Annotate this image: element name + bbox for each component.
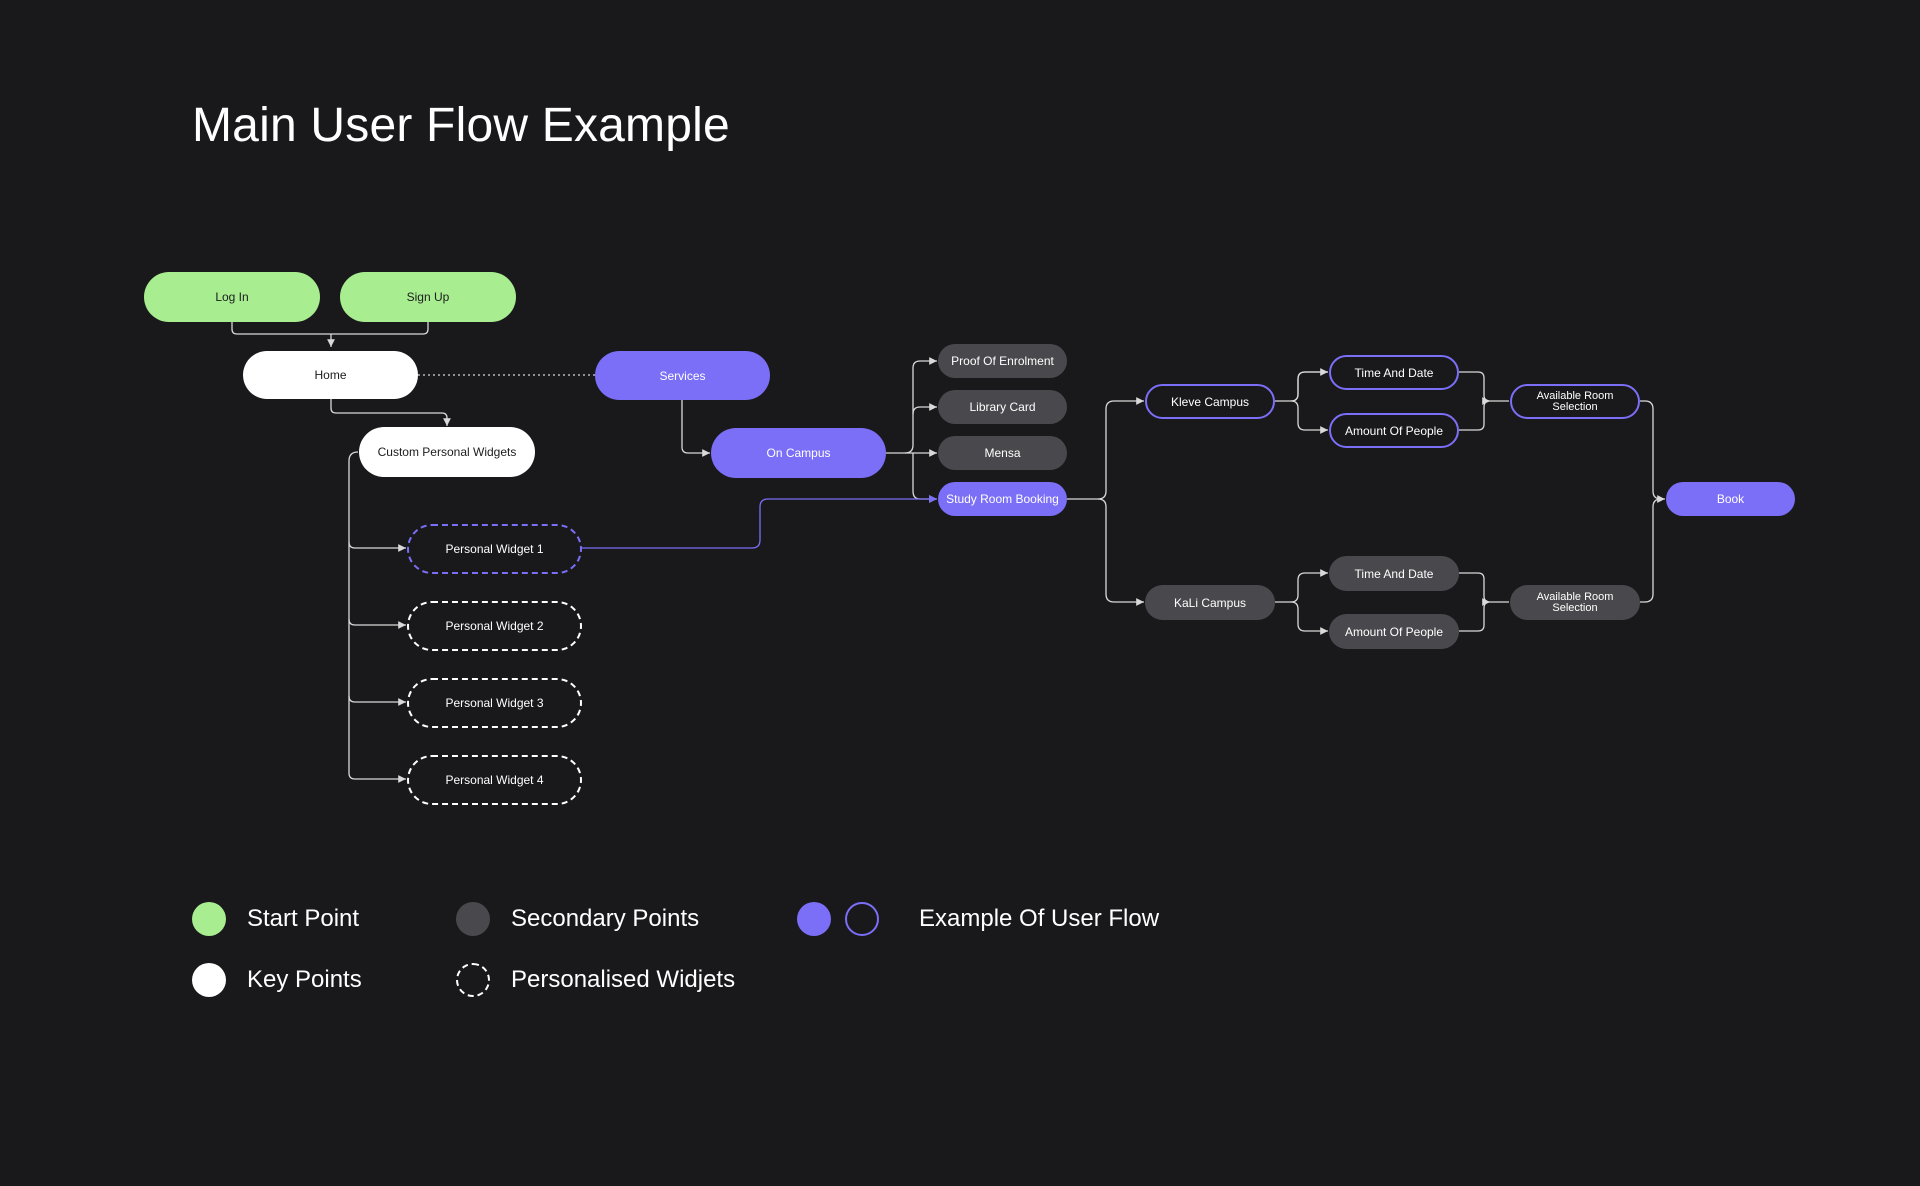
services-node[interactable]: Services: [595, 351, 770, 400]
custom-personal-widgets-node[interactable]: Custom Personal Widgets: [359, 427, 535, 477]
personal-widget-2-node[interactable]: Personal Widget 2: [407, 601, 582, 651]
legend-flow-filled-swatch: [797, 902, 831, 936]
book-node[interactable]: Book: [1666, 482, 1795, 516]
amount-of-people-kali-node[interactable]: Amount Of People: [1329, 614, 1459, 649]
connector-kleve-merge: [1459, 371, 1509, 431]
available-room-selection-kali-node[interactable]: Available Room Selection: [1510, 585, 1640, 620]
connector-services-on-campus: [681, 400, 710, 457]
page-title: Main User Flow Example: [192, 99, 730, 152]
legend-start-point: Start Point: [247, 905, 360, 932]
connector-widget-2: [348, 618, 406, 629]
connector-kali-merge: [1459, 572, 1509, 632]
connector-kali-branches: [1275, 569, 1328, 603]
legend-secondary-points: Secondary Points: [511, 905, 700, 932]
study-room-booking-node[interactable]: Study Room Booking: [938, 482, 1067, 516]
legend-example-of-user-flow: Example Of User Flow: [919, 905, 1160, 932]
sign-up-node[interactable]: Sign Up: [340, 272, 516, 322]
connector-widget1-study-room: [582, 495, 937, 549]
legend-widget-swatch: [456, 963, 490, 997]
connector-room-book: [1640, 400, 1665, 503]
connector-widget-1: [348, 541, 406, 552]
connector-custom-widgets-trunk: [348, 451, 406, 783]
connector-study-room: [912, 453, 937, 503]
legend-key-swatch: [192, 963, 226, 997]
legend-personalised-widgets: Personalised Widjets: [511, 966, 736, 993]
connector-library-card: [912, 403, 937, 415]
time-and-date-kleve-node[interactable]: Time And Date: [1329, 355, 1459, 390]
personal-widget-4-node[interactable]: Personal Widget 4: [407, 755, 582, 805]
legend-key-points: Key Points: [247, 966, 362, 993]
connector-login-home: [231, 322, 429, 347]
available-room-selection-kleve-node[interactable]: Available Room Selection: [1510, 384, 1640, 419]
on-campus-node[interactable]: On Campus: [711, 428, 886, 478]
time-and-date-kali-node[interactable]: Time And Date: [1329, 556, 1459, 591]
connector-widget-3: [348, 695, 406, 706]
legend-start-swatch: [192, 902, 226, 936]
legend-flow-outline-swatch: [845, 902, 879, 936]
connector-home-custom-widgets: [330, 399, 451, 426]
kali-campus-node[interactable]: KaLi Campus: [1145, 585, 1275, 620]
home-node[interactable]: Home: [243, 351, 418, 399]
log-in-node[interactable]: Log In: [144, 272, 320, 322]
personal-widget-1-node[interactable]: Personal Widget 1: [407, 524, 582, 574]
amount-of-people-kleve-node[interactable]: Amount Of People: [1329, 413, 1459, 448]
connector-kleve-branches: [1275, 371, 1328, 430]
connector-kali: [1097, 498, 1144, 606]
personal-widget-3-node[interactable]: Personal Widget 3: [407, 678, 582, 728]
library-card-node[interactable]: Library Card: [938, 390, 1067, 424]
connector-study-room-trunk: [1067, 397, 1144, 500]
legend-secondary-swatch: [456, 902, 490, 936]
kleve-campus-node[interactable]: Kleve Campus: [1145, 384, 1275, 419]
proof-of-enrolment-node[interactable]: Proof Of Enrolment: [938, 344, 1067, 378]
mensa-node[interactable]: Mensa: [938, 436, 1067, 470]
